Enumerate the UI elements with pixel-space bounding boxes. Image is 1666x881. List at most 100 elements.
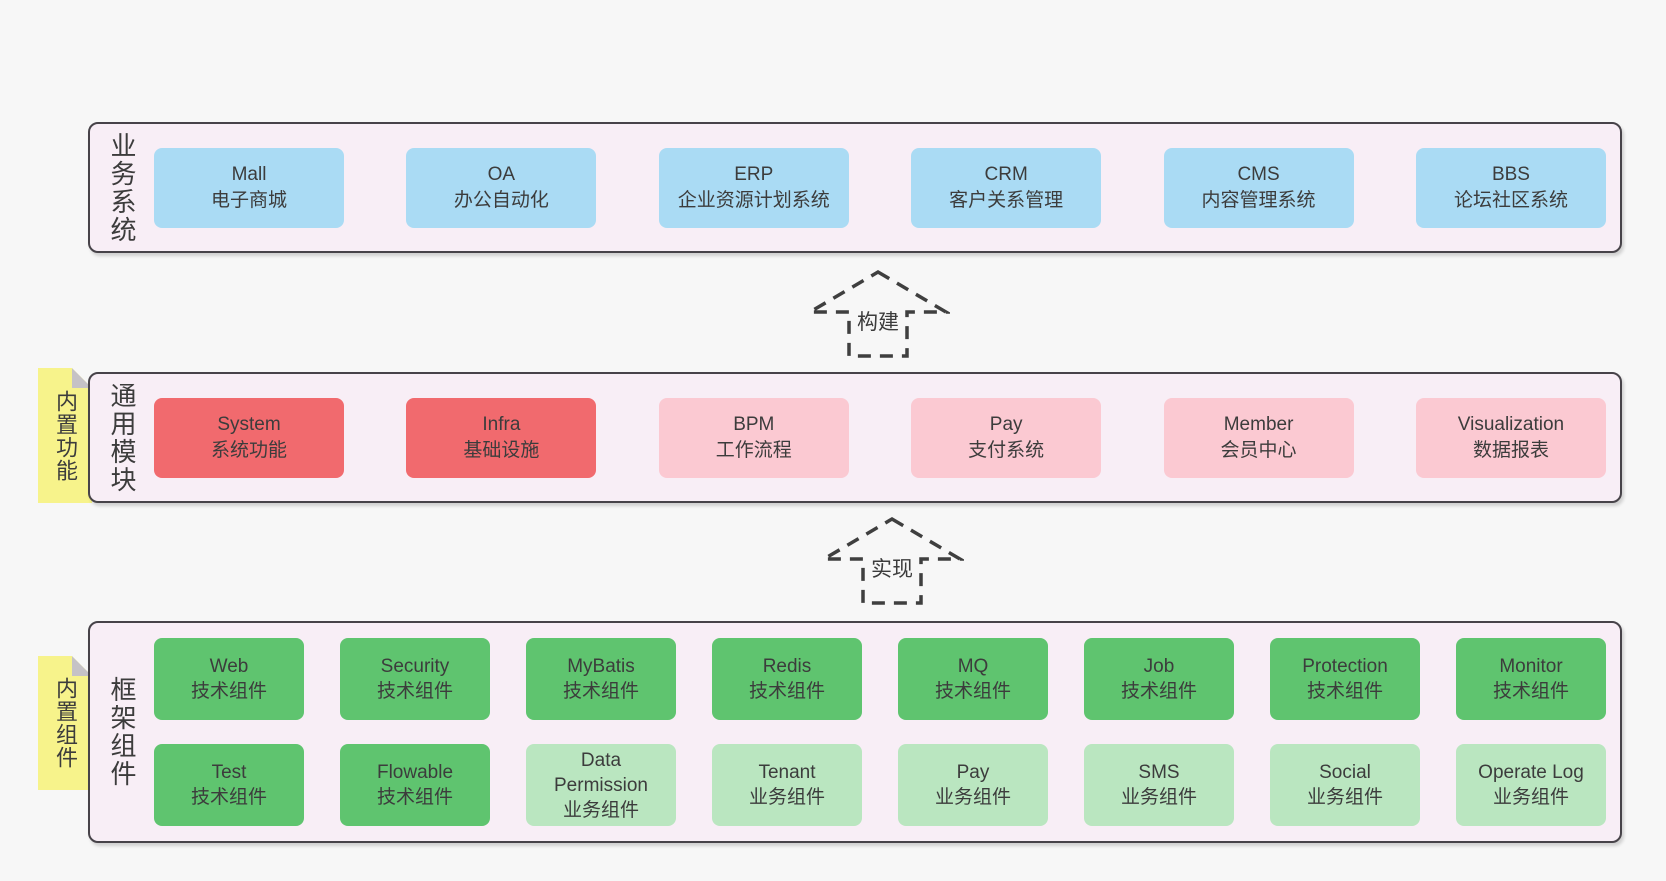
box-subtitle: 技术组件 [562,681,639,702]
box-infra: Infra 基础设施 [406,397,597,478]
box-subtitle: 技术组件 [934,681,1011,702]
sticky-note-built-in-features: 内置功能 [38,368,92,503]
box-sms: SMS 业务组件 [1084,744,1234,826]
box-subtitle: 技术组件 [1492,681,1569,702]
band-business-systems: 业务系统 Mall 电子商城 OA 办公自动化 ERP 企业资源计划系统 CRM… [88,122,1622,253]
box-web: Web 技术组件 [154,638,304,720]
box-monitor: Monitor 技术组件 [1456,638,1606,720]
sticky-note-label: 内置组件 [53,677,78,769]
box-name: Protection [1302,656,1388,677]
box-subtitle: 数据报表 [1472,439,1549,461]
band-title-common-modules: 通用模块 [90,374,154,501]
arrow-label: 实现 [868,553,916,583]
box-protection: Protection 技术组件 [1270,638,1420,720]
box-name: Pay [989,413,1023,435]
box-name: SMS [1138,762,1180,783]
band-framework-components: 框架组件 Web 技术组件 Security 技术组件 MyBatis 技术组件… [88,621,1622,843]
band-title-business-systems: 业务系统 [90,124,154,251]
box-pay-biz: Pay 业务组件 [898,744,1048,826]
box-name: MQ [957,656,989,677]
business-systems-row: Mall 电子商城 OA 办公自动化 ERP 企业资源计划系统 CRM 客户关系… [154,124,1620,251]
box-subtitle: 业务组件 [1120,787,1197,808]
sticky-note-label: 内置功能 [53,389,78,482]
box-subtitle: 业务组件 [562,799,639,821]
box-bbs: BBS 论坛社区系统 [1415,147,1606,228]
tech-components-row: Web 技术组件 Security 技术组件 MyBatis 技术组件 Redi… [154,638,1606,720]
box-name: Infra [482,413,521,435]
box-subtitle: 支付系统 [968,439,1045,461]
box-name: Visualization [1457,413,1565,435]
box-flowable: Flowable 技术组件 [340,744,490,826]
box-mybatis: MyBatis 技术组件 [526,638,676,720]
box-mq: MQ 技术组件 [898,638,1048,720]
box-subtitle: 电子商城 [210,189,287,211]
box-subtitle: 工作流程 [715,439,792,461]
box-name: Social [1319,762,1371,783]
box-subtitle: 技术组件 [1306,681,1383,702]
box-name: Redis [762,656,812,677]
box-subtitle: 技术组件 [376,787,453,808]
box-subtitle: 客户关系管理 [949,189,1064,211]
band-title-text: 通用模块 [107,381,137,494]
up-arrow-icon [820,516,964,605]
box-system: System 系统功能 [154,397,344,478]
box-subtitle: 技术组件 [1120,681,1197,702]
box-name: Data Permission [554,749,648,796]
box-subtitle: 论坛社区系统 [1453,189,1568,211]
box-name: System [217,413,281,435]
box-redis: Redis 技术组件 [712,638,862,720]
box-job: Job 技术组件 [1084,638,1234,720]
box-subtitle: 办公自动化 [453,189,549,211]
up-arrow-icon [806,269,950,358]
framework-components-grid: Web 技术组件 Security 技术组件 MyBatis 技术组件 Redi… [154,623,1620,841]
box-name: Mall [231,163,267,185]
box-visualization: Visualization 数据报表 [1415,397,1606,478]
box-name: Flowable [376,762,454,783]
box-subtitle: 技术组件 [190,681,267,702]
box-subtitle: 业务组件 [934,787,1011,808]
box-name: Operate Log [1478,762,1584,783]
box-subtitle: 技术组件 [376,681,453,702]
box-mall: Mall 电子商城 [154,147,344,228]
box-bpm: BPM 工作流程 [658,397,849,478]
box-security: Security 技术组件 [340,638,490,720]
box-subtitle: 基础设施 [463,439,540,461]
box-name: Monitor [1499,656,1563,677]
box-subtitle: 业务组件 [748,787,825,808]
box-subtitle: 技术组件 [748,681,825,702]
band-title-text: 业务系统 [107,131,137,244]
box-name: BPM [733,413,775,435]
box-name: CRM [984,163,1028,185]
box-pay: Pay 支付系统 [911,397,1102,478]
box-cms: CMS 内容管理系统 [1163,147,1354,228]
box-operate-log: Operate Log 业务组件 [1456,744,1606,826]
box-subtitle: 业务组件 [1306,787,1383,808]
box-data-permission: Data Permission 业务组件 [526,744,676,826]
box-name: Security [380,656,450,677]
box-name: CMS [1237,163,1280,185]
common-modules-row: System 系统功能 Infra 基础设施 BPM 工作流程 Pay 支付系统… [154,374,1620,501]
arrow-label: 构建 [854,306,902,336]
box-name: Tenant [758,762,816,783]
box-subtitle: 技术组件 [190,787,267,808]
biz-components-row: Test 技术组件 Flowable 技术组件 Data Permission … [154,744,1606,826]
box-name: BBS [1491,163,1530,185]
band-title-framework-components: 框架组件 [90,623,154,841]
box-erp: ERP 企业资源计划系统 [658,147,849,228]
box-social: Social 业务组件 [1270,744,1420,826]
box-subtitle: 业务组件 [1492,787,1569,808]
box-name: OA [487,163,516,185]
box-name: Test [211,762,247,783]
box-subtitle: 企业资源计划系统 [677,189,830,211]
implement-arrow: 实现 [820,515,964,607]
band-title-text: 框架组件 [107,676,137,788]
box-crm: CRM 客户关系管理 [911,147,1102,228]
box-subtitle: 内容管理系统 [1201,189,1316,211]
box-name: ERP [734,163,774,185]
box-name: Pay [956,762,990,783]
band-common-modules: 通用模块 System 系统功能 Infra 基础设施 BPM 工作流程 Pay… [88,372,1622,503]
box-name: Web [209,656,249,677]
box-name: Job [1143,656,1175,677]
box-name: MyBatis [567,656,635,677]
box-name: Member [1223,413,1294,435]
